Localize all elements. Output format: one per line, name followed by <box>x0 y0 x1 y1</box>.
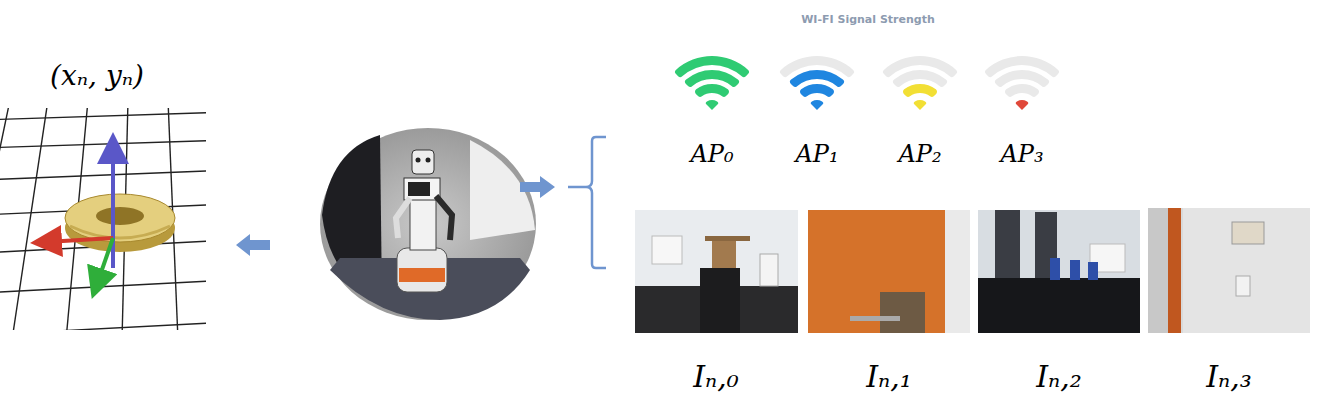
robot-photo <box>320 128 536 320</box>
pose-coordinates: (xₙ, yₙ) <box>50 61 144 92</box>
wifi-title: WI-FI Signal Strength <box>801 14 935 26</box>
wifi-icons <box>675 56 1059 110</box>
image-label: Iₙ,₁ <box>866 360 912 393</box>
camera-image-3 <box>1148 208 1310 333</box>
access-point-label: AP₁ <box>795 141 838 167</box>
wifi-signal-icon <box>780 56 854 110</box>
arrow-right <box>520 176 555 198</box>
signal-dot <box>811 100 823 110</box>
access-point-label: AP₃ <box>1000 141 1043 167</box>
camera-image-0 <box>635 210 798 333</box>
access-point-label: AP₀ <box>690 141 733 167</box>
signal-arc <box>995 70 1049 87</box>
signal-arc <box>675 56 749 77</box>
signal-dot <box>1016 100 1028 110</box>
pose-axes <box>46 148 113 284</box>
signal-arc <box>903 84 937 97</box>
camera-image-2 <box>978 210 1140 333</box>
signal-dot <box>914 100 926 110</box>
signal-arc <box>985 56 1059 77</box>
signal-dot <box>706 100 718 110</box>
wifi-signal-icon <box>985 56 1059 110</box>
camera-image-1 <box>808 210 970 333</box>
wifi-signal-icon <box>675 56 749 110</box>
signal-arc <box>685 70 739 87</box>
signal-arc <box>695 84 729 97</box>
image-label: Iₙ,₃ <box>1206 360 1252 393</box>
image-label: Iₙ,₂ <box>1036 360 1082 393</box>
signal-arc <box>883 56 957 77</box>
ground-grid <box>0 108 206 330</box>
wifi-signal-icon <box>883 56 957 110</box>
pose-marker <box>65 194 175 252</box>
signal-arc <box>1005 84 1039 97</box>
arrow-left <box>236 234 270 256</box>
signal-arc <box>893 70 947 87</box>
access-point-label: AP₂ <box>898 141 941 167</box>
bracket <box>568 137 606 268</box>
signal-arc <box>780 56 854 77</box>
signal-arc <box>800 84 834 97</box>
signal-arc <box>790 70 844 87</box>
image-label: Iₙ,₀ <box>693 360 739 393</box>
